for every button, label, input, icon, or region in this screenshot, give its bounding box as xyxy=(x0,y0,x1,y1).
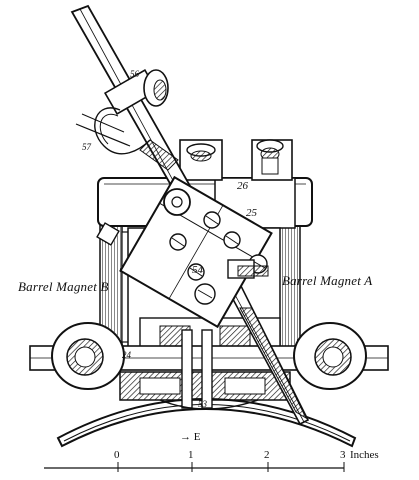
label-part-25: 25 xyxy=(246,207,257,219)
label-part-53: 53 xyxy=(198,399,207,409)
armature-block xyxy=(119,175,273,329)
curved-base xyxy=(56,398,357,448)
side-clamp xyxy=(96,222,269,279)
scale-tick-3: 3 xyxy=(340,449,346,461)
label-barrel-magnet-b: Barrel Magnet B xyxy=(18,279,109,294)
label-part-57: 57 xyxy=(82,142,91,152)
bottom-mechanism xyxy=(119,329,291,410)
left-roller xyxy=(51,322,125,390)
terminal-post-right xyxy=(251,139,293,181)
right-roller xyxy=(293,322,367,390)
label-part-56: 56 xyxy=(130,69,139,79)
scale-tick-1: 1 xyxy=(188,449,194,461)
scale-unit: Inches xyxy=(350,449,379,461)
scale-tick-0: 0 xyxy=(114,449,120,461)
direction-label: → E xyxy=(180,431,201,443)
label-part-54: 54 xyxy=(192,264,203,276)
wire-loop xyxy=(75,107,179,171)
scale-bar xyxy=(44,462,345,472)
terminal-post-left xyxy=(179,139,223,181)
label-barrel-magnet-a: Barrel Magnet A xyxy=(282,273,373,288)
barrel-magnet-a-housing xyxy=(277,224,301,361)
adjusting-collar xyxy=(103,69,169,115)
label-part-24: 24 xyxy=(122,350,131,360)
label-part-26: 26 xyxy=(237,180,248,192)
scale-tick-2: 2 xyxy=(264,449,270,461)
